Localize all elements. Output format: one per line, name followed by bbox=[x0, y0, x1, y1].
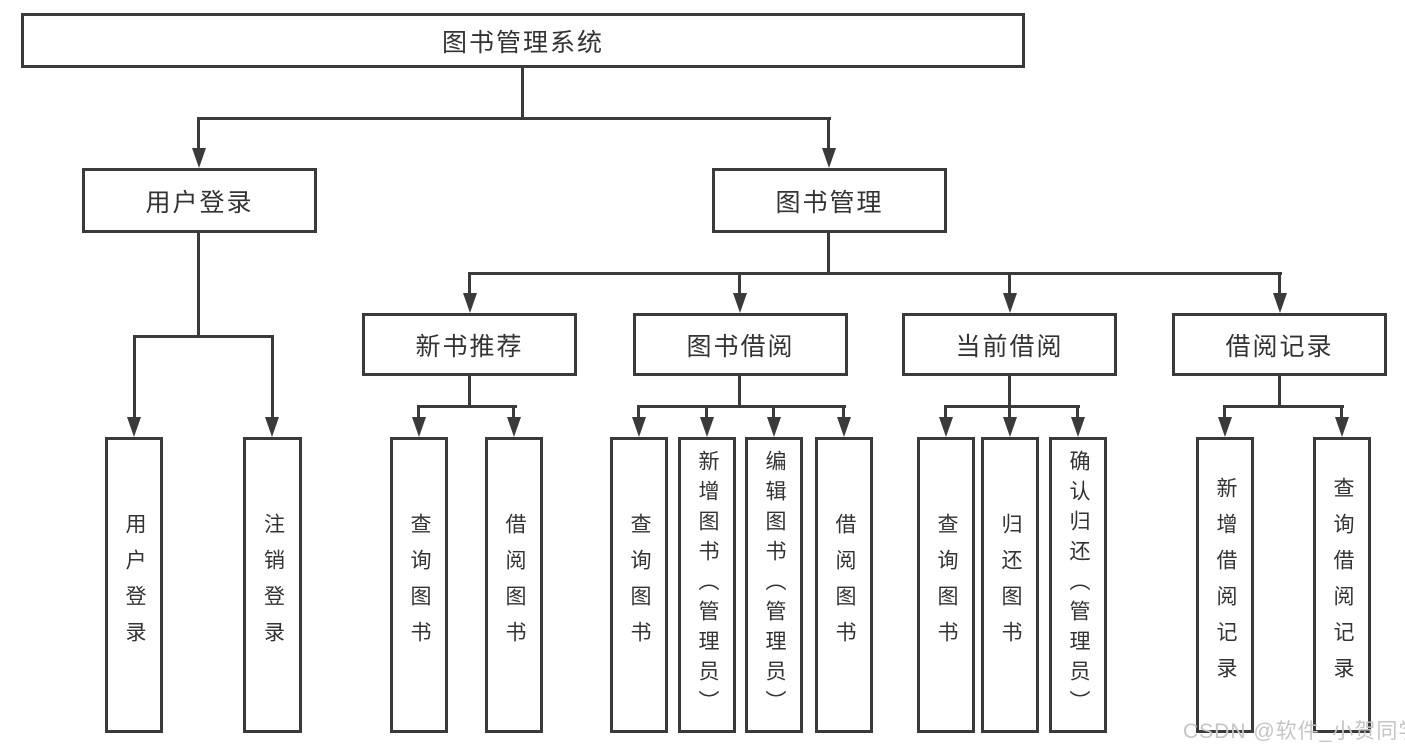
connector-user-login-stem bbox=[197, 231, 200, 337]
leaf-query-borrow-record: 查询借阅记录 bbox=[1313, 437, 1371, 733]
connector-book-borrow-stem bbox=[738, 374, 741, 408]
node-current-borrow: 当前借阅 bbox=[902, 313, 1117, 376]
leaf-query-book-borrow: 查询图书 bbox=[610, 437, 668, 733]
connector-borrow-records-stem bbox=[1278, 374, 1281, 408]
connector-book-management-stem bbox=[827, 231, 830, 275]
connector-drop-query-record-e2 bbox=[1340, 405, 1343, 417]
arrowhead-query-book-d1 bbox=[939, 417, 953, 437]
connector-borrow-records-rail bbox=[1223, 405, 1344, 408]
connector-drop-new-book bbox=[468, 272, 471, 293]
leaf-return-book: 归还图书 bbox=[981, 437, 1039, 733]
leaf-borrow-book-recommend: 借阅图书 bbox=[485, 437, 543, 733]
connector-drop-borrow-book-b2 bbox=[512, 405, 515, 417]
connector-drop-confirm-return-d3 bbox=[1076, 405, 1079, 417]
connector-drop-login bbox=[133, 335, 136, 417]
connector-book-borrow-rail bbox=[637, 405, 846, 408]
csdn-watermark: CSDN @软件_小贺同学 bbox=[1183, 720, 1405, 743]
connector-current-borrow-stem bbox=[1008, 374, 1011, 408]
arrowhead-query-book-c1 bbox=[632, 417, 646, 437]
leaf-logout: 注销登录 bbox=[243, 437, 302, 733]
arrowhead-new-book bbox=[463, 293, 477, 313]
leaf-query-book-recommend: 查询图书 bbox=[390, 437, 448, 733]
arrowhead-return-book-d2 bbox=[1003, 417, 1017, 437]
arrowhead-borrow-records bbox=[1273, 293, 1287, 313]
connector-drop-book-management bbox=[827, 117, 830, 148]
connector-drop-return-book-d2 bbox=[1008, 405, 1011, 417]
node-borrow-records: 借阅记录 bbox=[1172, 313, 1387, 376]
connector-drop-add-book-c2 bbox=[705, 405, 708, 417]
connector-new-book-stem bbox=[468, 374, 471, 408]
leaf-add-book-admin: 新增图书（管理员） bbox=[678, 437, 736, 733]
leaf-add-borrow-record: 新增借阅记录 bbox=[1196, 437, 1254, 733]
arrowhead-add-record-e1 bbox=[1218, 417, 1232, 437]
node-new-book-recommend: 新书推荐 bbox=[362, 313, 577, 376]
arrowhead-book-borrow bbox=[733, 293, 747, 313]
connector-drop-borrow-records bbox=[1278, 272, 1281, 293]
connector-drop-user-login bbox=[197, 117, 200, 148]
connector-drop-logout bbox=[271, 335, 274, 417]
leaf-confirm-return-admin: 确认归还（管理员） bbox=[1049, 437, 1107, 733]
arrowhead-current-borrow bbox=[1003, 293, 1017, 313]
connector-drop-query-book-d1 bbox=[944, 405, 947, 417]
connector-drop-borrow-book-c4 bbox=[842, 405, 845, 417]
leaf-borrow-book: 借阅图书 bbox=[815, 437, 873, 733]
connector-drop-add-record-e1 bbox=[1223, 405, 1226, 417]
connector-user-login-rail bbox=[133, 335, 274, 338]
node-book-borrow: 图书借阅 bbox=[633, 313, 848, 376]
connector-root-rail bbox=[197, 117, 831, 120]
node-book-management: 图书管理 bbox=[712, 168, 947, 233]
leaf-user-login: 用户登录 bbox=[105, 437, 163, 733]
arrowhead-user-login bbox=[192, 148, 206, 168]
arrowhead-confirm-return-d3 bbox=[1071, 417, 1085, 437]
connector-drop-query-book-c1 bbox=[637, 405, 640, 417]
arrowhead-add-book-c2 bbox=[700, 417, 714, 437]
arrowhead-query-book-b1 bbox=[412, 417, 426, 437]
connector-drop-book-borrow bbox=[738, 272, 741, 293]
leaf-query-book-current: 查询图书 bbox=[917, 437, 975, 733]
arrowhead-logout bbox=[265, 417, 279, 437]
arrowhead-edit-book-c3 bbox=[767, 417, 781, 437]
connector-drop-query-book-b1 bbox=[417, 405, 420, 417]
arrowhead-borrow-book-b2 bbox=[507, 417, 521, 437]
node-library-management-system: 图书管理系统 bbox=[21, 13, 1025, 68]
node-user-login: 用户登录 bbox=[82, 168, 317, 233]
connector-drop-current-borrow bbox=[1008, 272, 1011, 293]
connector-current-borrow-rail bbox=[944, 405, 1080, 408]
leaf-edit-book-admin: 编辑图书（管理员） bbox=[745, 437, 803, 733]
arrowhead-book-management bbox=[822, 148, 836, 168]
arrowhead-query-record-e2 bbox=[1335, 417, 1349, 437]
connector-root-trunk bbox=[521, 66, 524, 118]
arrowhead-login bbox=[127, 417, 141, 437]
connector-book-management-rail bbox=[468, 272, 1282, 275]
arrowhead-borrow-book-c4 bbox=[837, 417, 851, 437]
connector-drop-edit-book-c3 bbox=[772, 405, 775, 417]
connector-new-book-rail bbox=[417, 405, 517, 408]
